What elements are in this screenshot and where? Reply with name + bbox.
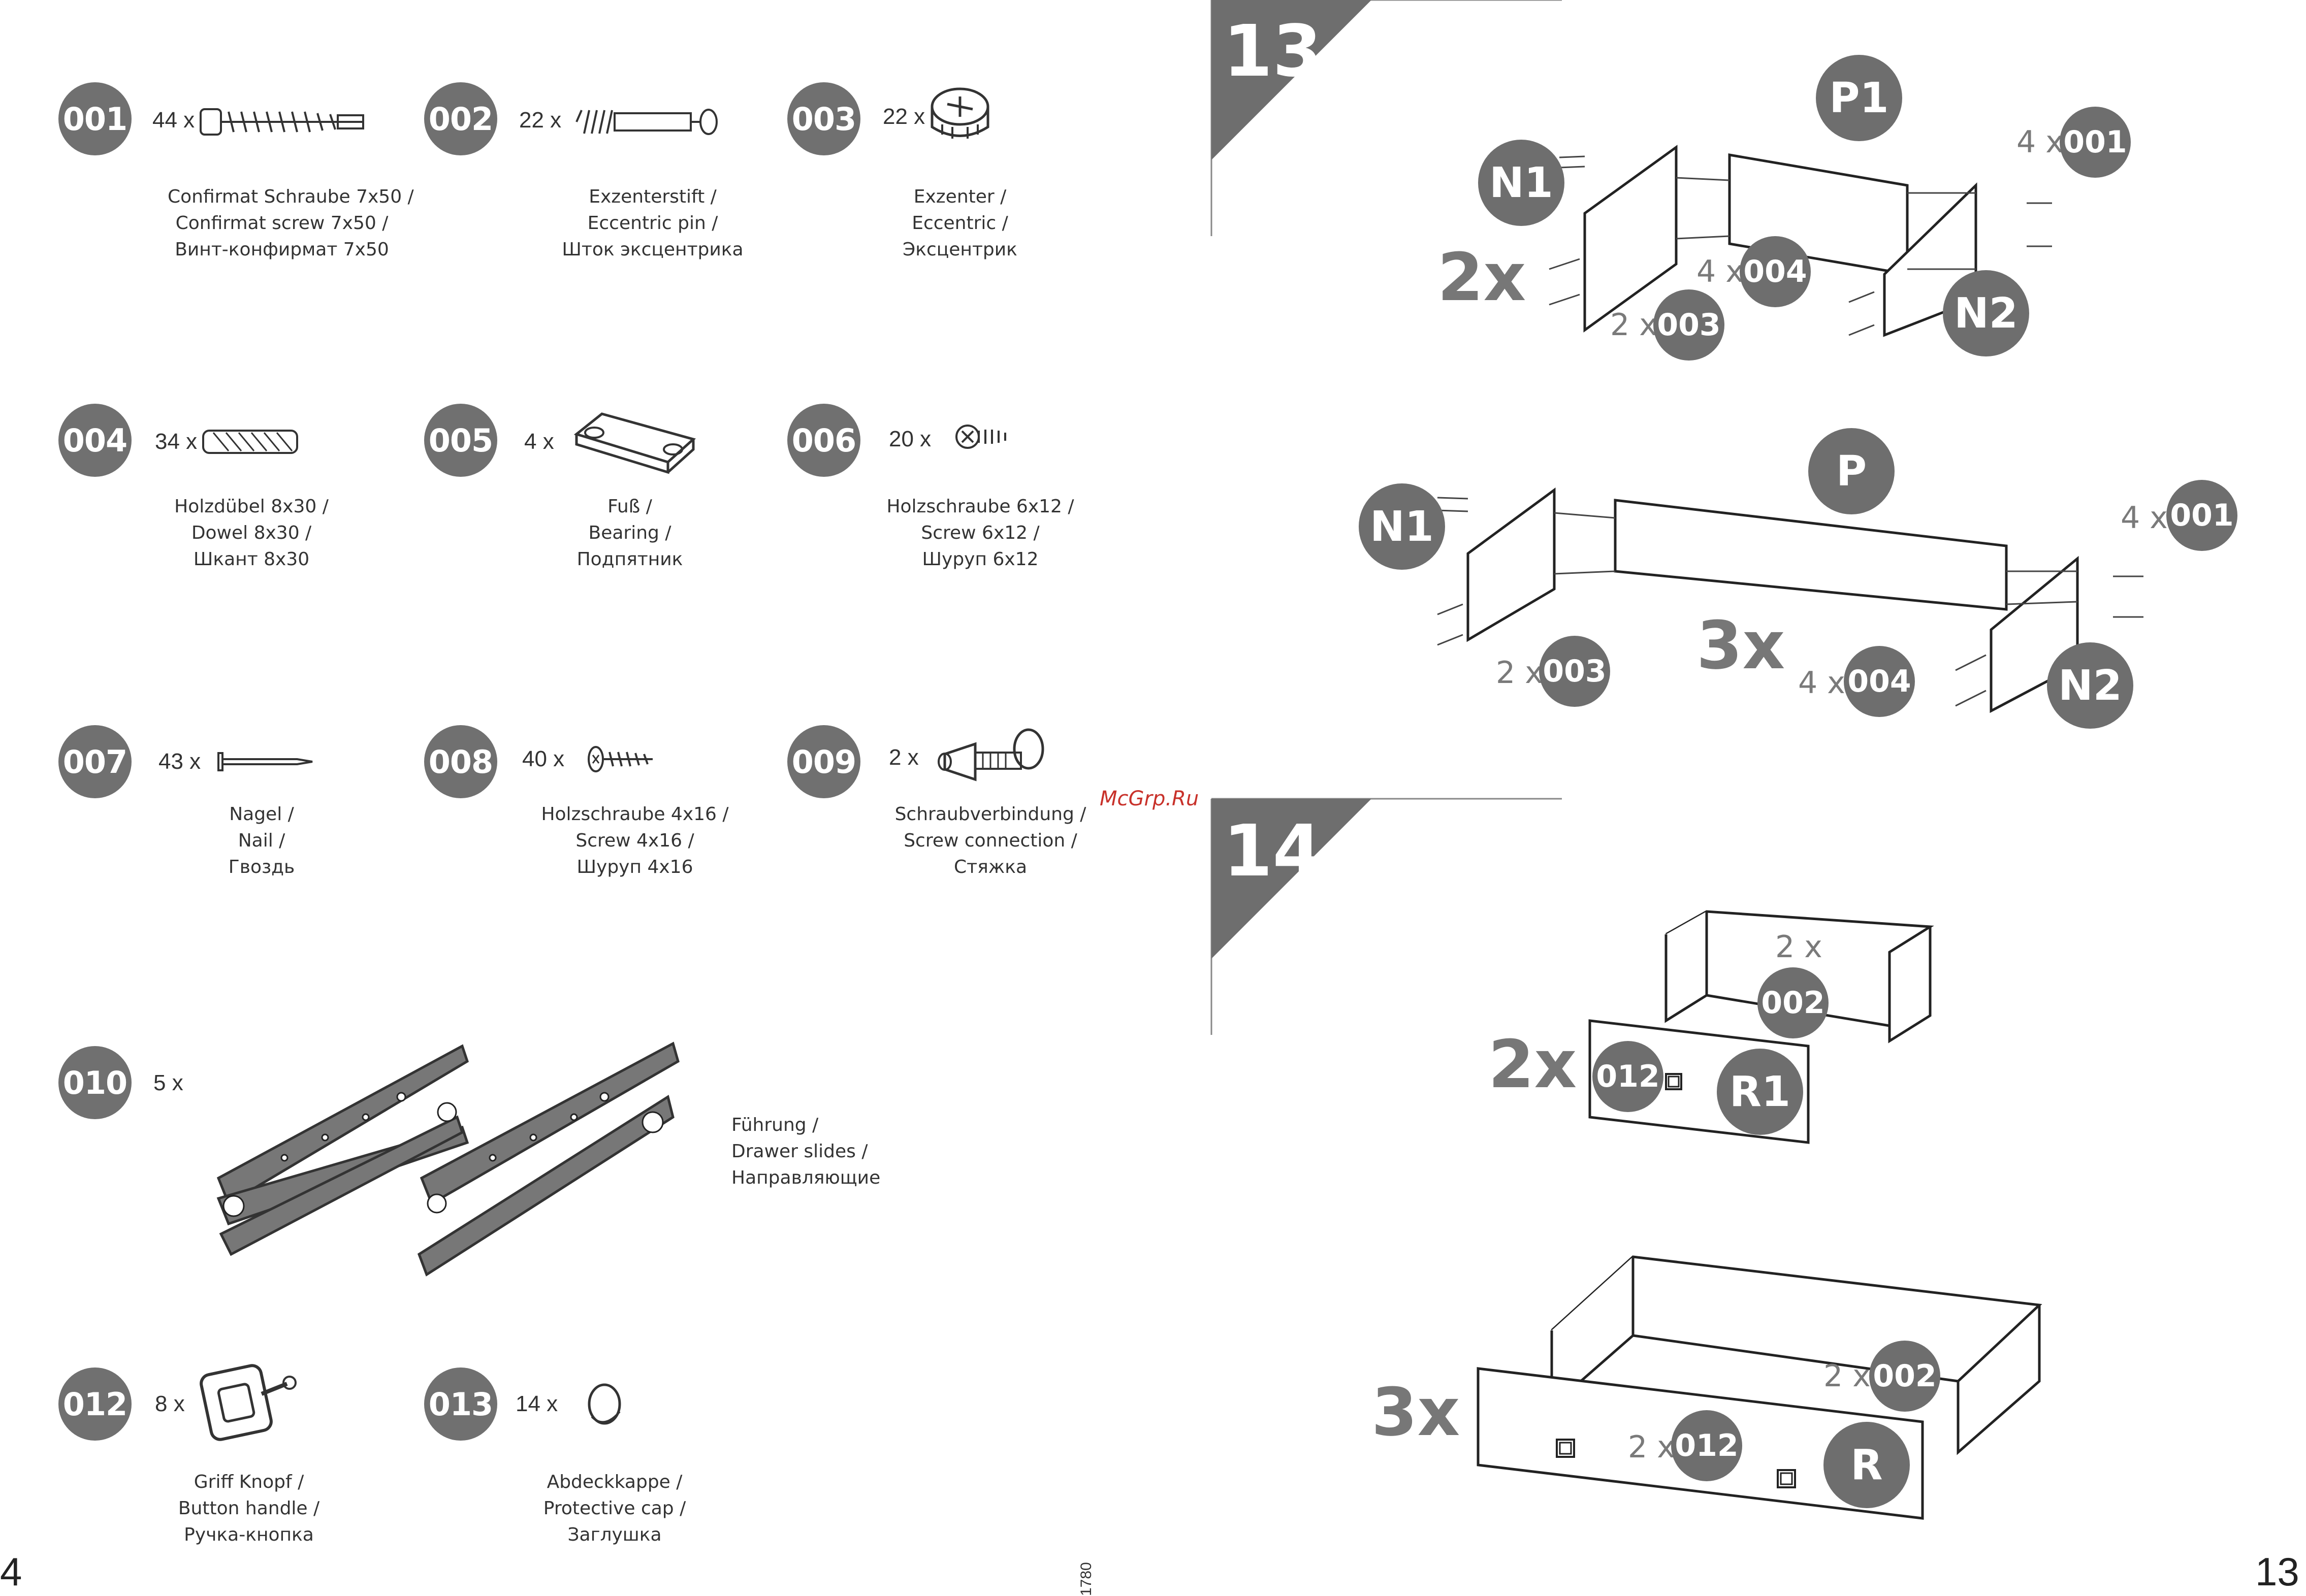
- part-badge-010: 010: [58, 1046, 132, 1119]
- step-13-multiplier-3x: 3x: [1696, 607, 1785, 684]
- part-desc-005: Fuß /Bearing /Подпятник: [576, 496, 683, 570]
- part-qty-008: 40 x: [522, 746, 565, 771]
- part-desc-006: Holzschraube 6x12 /Screw 6x12 /Шуруп 6x1…: [886, 496, 1074, 570]
- part-badge-008: 008: [424, 725, 497, 798]
- part-badge-004: 004: [58, 404, 132, 477]
- part-desc-010: Führung /Drawer slides /Направляющие: [731, 1115, 881, 1188]
- part-desc-004: Holzdübel 8x30 /Dowel 8x30 /Шкант 8x30: [174, 496, 329, 570]
- step-14-label-r: R: [1823, 1422, 1910, 1508]
- wood-screw-6x12-icon: [955, 425, 1006, 449]
- part-badge-013: 013: [424, 1367, 497, 1441]
- step-14-number: 14: [1223, 810, 1322, 893]
- furniture-foot-icon: [573, 412, 696, 474]
- part-qty-013: 14 x: [516, 1391, 558, 1416]
- confirmat-screw-icon: [200, 108, 364, 136]
- step-13-label-p: P: [1808, 428, 1895, 514]
- step-14b-hw-part-012: 012: [1671, 1410, 1742, 1481]
- part-desc-012: Griff Knopf /Button handle /Ручка-кнопка: [178, 1472, 320, 1545]
- part-qty-007: 43 x: [158, 749, 201, 774]
- step-14-drawer-3x-drawing: [1477, 1255, 2042, 1520]
- step-14-multiplier-2x: 2x: [1488, 1026, 1577, 1103]
- part-badge-001: 001: [58, 82, 132, 155]
- step-13-hw-part-003: 003: [1653, 289, 1724, 361]
- part-badge-006: 006: [787, 404, 860, 477]
- step-14-marker: [1210, 798, 1562, 1035]
- step-14-multiplier-3x: 3x: [1371, 1374, 1460, 1451]
- part-qty-004: 34 x: [155, 429, 198, 454]
- protective-cap-icon: [588, 1383, 621, 1425]
- step-13-hw-qty-001: 4 x: [2016, 124, 2064, 160]
- page-number-left: 4: [0, 1549, 22, 1594]
- step-13b-hw-qty-003: 2 x: [1496, 655, 1543, 691]
- step-13-label-n1-b: N1: [1359, 483, 1445, 570]
- part-desc-009: Schraubverbindung /Screw connection /Стя…: [894, 804, 1086, 877]
- part-desc-007: Nagel /Nail /Гвоздь: [228, 804, 295, 877]
- part-badge-009: 009: [787, 725, 860, 798]
- part-qty-012: 8 x: [155, 1391, 185, 1416]
- step-13b-hw-part-004: 004: [1844, 646, 1915, 717]
- page-number-right: 13: [2255, 1549, 2299, 1594]
- step-13-label-n2: N2: [1943, 270, 2029, 356]
- part-badge-005: 005: [424, 404, 497, 477]
- part-badge-002: 002: [424, 82, 497, 155]
- part-qty-003: 22 x: [883, 104, 925, 129]
- step-13-number: 13: [1223, 10, 1322, 93]
- part-badge-003: 003: [787, 82, 860, 155]
- part-badge-012: 012: [58, 1367, 132, 1441]
- step-14b-hw-qty-012: 2 x: [1628, 1429, 1675, 1465]
- step-13b-hw-qty-004: 4 x: [1798, 665, 1845, 701]
- eccentric-cam-icon: [931, 87, 989, 139]
- part-desc-013: Abdeckkappe /Protective cap /Заглушка: [543, 1472, 686, 1545]
- step-14-hw-part-012: 012: [1592, 1041, 1663, 1112]
- step-13-multiplier-2x: 2x: [1437, 239, 1526, 316]
- step-13-hw-part-004: 004: [1740, 236, 1811, 307]
- step-13b-hw-part-001: 001: [2166, 480, 2237, 551]
- wood-screw-4x16-icon: [588, 746, 653, 772]
- part-qty-006: 20 x: [889, 427, 932, 451]
- part-qty-009: 2 x: [889, 745, 919, 770]
- nail-icon: [217, 752, 313, 771]
- step-14-hw-part-002: 002: [1757, 967, 1829, 1038]
- step-13b-hw-qty-001: 4 x: [2121, 500, 2168, 536]
- part-qty-010: 5 x: [153, 1070, 183, 1095]
- button-handle-icon: [200, 1364, 297, 1441]
- step-14b-hw-part-002: 002: [1869, 1341, 1940, 1412]
- screw-connection-icon: [938, 728, 1044, 781]
- part-desc-008: Holzschraube 4x16 /Screw 4x16 /Шуруп 4x1…: [541, 804, 729, 877]
- footer-code: 1780: [1078, 1562, 1095, 1596]
- drawer-slides-icon: [216, 1041, 680, 1277]
- eccentric-pin-icon: [575, 109, 718, 135]
- step-14-label-r1: R1: [1717, 1049, 1803, 1135]
- part-desc-002: Exzenterstift /Eccentric pin /Шток эксце…: [562, 186, 744, 260]
- step-14-hw-qty-002: 2 x: [1775, 929, 1822, 965]
- step-13-hw-qty-003: 2 x: [1610, 307, 1657, 343]
- watermark: McGrp.Ru: [1100, 787, 1199, 810]
- wood-dowel-icon: [202, 430, 298, 454]
- step-13b-hw-part-003: 003: [1539, 636, 1610, 707]
- step-13-hw-qty-004: 4 x: [1696, 254, 1744, 289]
- part-qty-005: 4 x: [524, 429, 554, 454]
- step-14b-hw-qty-002: 2 x: [1823, 1358, 1871, 1394]
- part-qty-001: 44 x: [152, 108, 195, 133]
- step-13-label-p1: P1: [1816, 55, 1902, 141]
- step-13-label-n2-b: N2: [2047, 642, 2133, 729]
- step-13-marker: [1210, 0, 1562, 236]
- step-13-hw-part-001: 001: [2060, 107, 2131, 178]
- part-desc-003: Exzenter /Eccentric /Эксцентрик: [903, 186, 1017, 260]
- part-desc-001: Confirmat Schraube 7x50 /Confirmat screw…: [168, 186, 414, 260]
- part-qty-002: 22 x: [519, 108, 562, 133]
- part-badge-007: 007: [58, 725, 132, 798]
- step-13-label-n1: N1: [1478, 140, 1564, 226]
